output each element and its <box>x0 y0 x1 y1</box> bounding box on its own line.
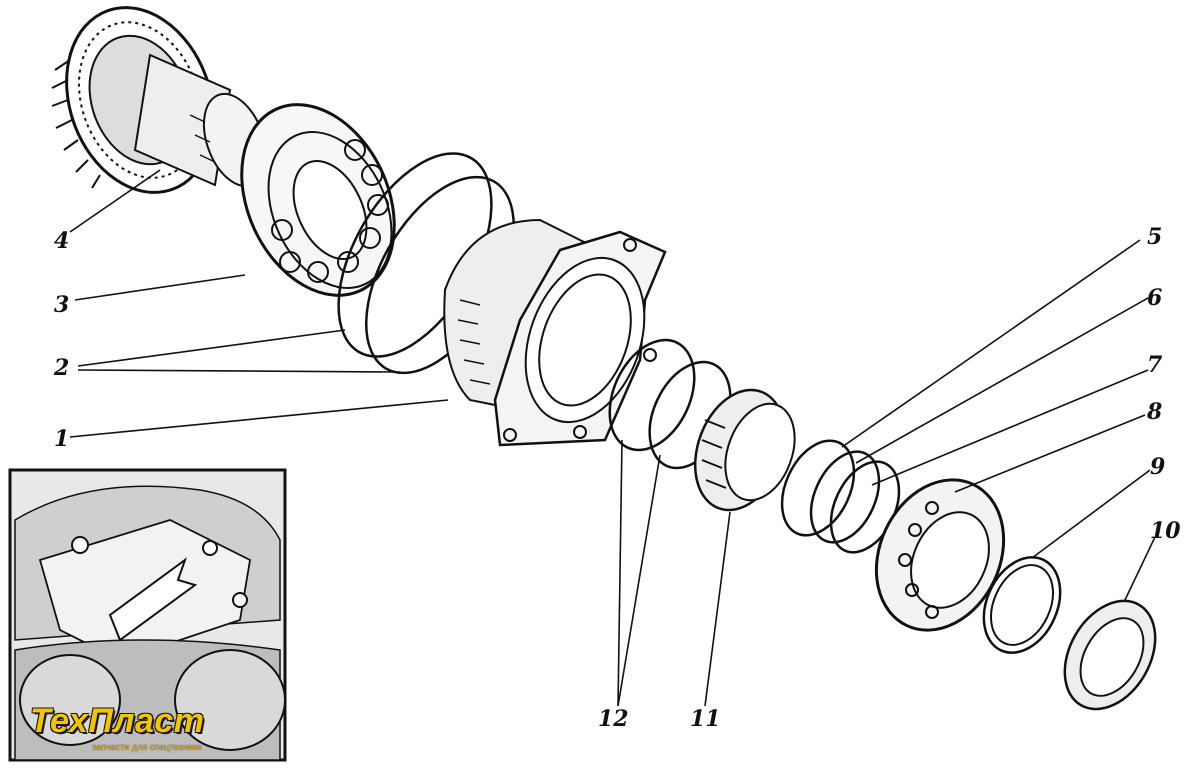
part-10-slotted-nut <box>1063 599 1157 711</box>
callout-5: 5 <box>1147 224 1163 250</box>
callout-12: 12 <box>598 706 629 732</box>
part-3-roller-bearing <box>240 103 396 297</box>
callout-3: 3 <box>54 292 70 318</box>
callout-8: 8 <box>1147 399 1163 425</box>
callout-7: 7 <box>1147 352 1163 378</box>
callout-9: 9 <box>1150 454 1166 480</box>
inset-photo <box>8 468 287 762</box>
part-4-bevel-gear-shaft <box>51 6 268 194</box>
part-9-lock-washer <box>982 556 1062 654</box>
callout-4: 4 <box>54 228 70 254</box>
callout-11: 11 <box>690 706 721 732</box>
watermark-subtitle: запчасти для спецтехники <box>92 742 202 752</box>
callout-10: 10 <box>1150 518 1181 544</box>
callout-6: 6 <box>1147 285 1163 311</box>
callout-2: 2 <box>54 355 70 381</box>
part-1-flanged-housing <box>443 218 667 447</box>
watermark-logo: ТехПласт запчасти для спецтехники <box>30 702 205 752</box>
watermark-title: ТехПласт <box>30 702 205 740</box>
callout-1: 1 <box>54 426 70 452</box>
leader-lines <box>69 169 1156 707</box>
part-11-grooved-sleeve <box>693 388 796 512</box>
